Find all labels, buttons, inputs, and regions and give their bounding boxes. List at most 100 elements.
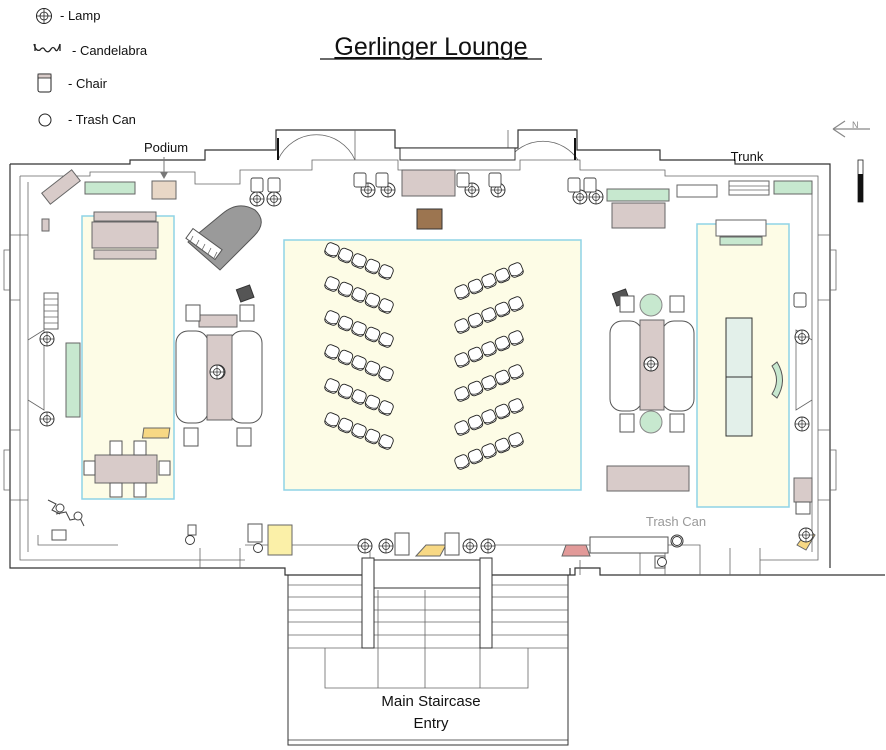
legend-label-trash-can: - Trash Can bbox=[68, 112, 136, 127]
candelabra-icon bbox=[47, 499, 85, 527]
audience-chair bbox=[454, 284, 470, 300]
audience-chair bbox=[454, 420, 470, 436]
audience-chair bbox=[337, 281, 354, 298]
chair-icon bbox=[375, 172, 389, 188]
audience-chair bbox=[481, 409, 497, 425]
lamp-icon bbox=[39, 331, 55, 347]
lamp-icon bbox=[794, 329, 810, 345]
chair-icon bbox=[267, 177, 281, 193]
audience-chair bbox=[454, 352, 470, 368]
svg-text:N: N bbox=[852, 120, 859, 130]
left-sofa-group bbox=[141, 304, 263, 447]
trash-can-markers bbox=[185, 535, 682, 567]
audience-chair bbox=[378, 434, 394, 450]
main-staircase bbox=[287, 557, 569, 746]
lamp-icon bbox=[794, 416, 810, 432]
trash-can-icon bbox=[185, 535, 195, 545]
lamp-icon bbox=[36, 8, 52, 24]
legend-label-lamp: - Lamp bbox=[60, 8, 100, 23]
audience-chair bbox=[337, 349, 354, 366]
podium bbox=[151, 180, 177, 200]
left-dining-table bbox=[83, 440, 171, 498]
audience-chair bbox=[508, 398, 524, 414]
lamp-icon bbox=[378, 538, 394, 554]
chair-icon bbox=[250, 177, 264, 193]
audience-chair bbox=[494, 335, 511, 352]
audience-chair bbox=[508, 364, 524, 380]
audience-chair bbox=[467, 414, 484, 431]
audience-chair bbox=[508, 330, 524, 346]
audience-chair bbox=[378, 264, 394, 280]
lamp-icon bbox=[249, 191, 265, 207]
staircase-label-line1: Main Staircase bbox=[381, 693, 480, 710]
trash-can-icon bbox=[672, 536, 682, 546]
legend: - Lamp - Candelabra - Chair - Trash Can bbox=[33, 8, 148, 127]
chair-icon bbox=[488, 172, 502, 188]
chair-icon bbox=[567, 177, 581, 193]
audience-chair bbox=[454, 386, 470, 402]
audience-chair bbox=[337, 417, 354, 434]
audience-chair bbox=[467, 278, 484, 295]
north-arrow-icon: N bbox=[832, 120, 870, 138]
chair-icon bbox=[456, 172, 470, 188]
audience-chair bbox=[364, 326, 381, 343]
chair-icon bbox=[353, 172, 367, 188]
audience-chair bbox=[494, 403, 511, 420]
audience-chair bbox=[337, 247, 354, 264]
audience-chair bbox=[351, 355, 367, 371]
top-wall-furniture bbox=[41, 169, 813, 260]
audience-chair bbox=[324, 412, 340, 428]
audience-chair bbox=[324, 242, 340, 258]
audience-chair bbox=[508, 432, 524, 448]
audience-chair bbox=[494, 369, 511, 386]
wall-chairs bbox=[250, 172, 807, 308]
audience-chair bbox=[494, 301, 511, 318]
audience-chair bbox=[324, 378, 340, 394]
audience-chair bbox=[494, 267, 511, 284]
left-area-rug bbox=[81, 215, 175, 500]
audience-chair bbox=[467, 448, 484, 465]
audience-chair bbox=[454, 454, 470, 470]
audience-chair bbox=[378, 366, 394, 382]
audience-chair bbox=[351, 321, 367, 337]
lamp-icon bbox=[462, 538, 478, 554]
audience-chair bbox=[378, 332, 394, 348]
trunk bbox=[728, 180, 770, 196]
audience-chair bbox=[454, 318, 470, 334]
audience-chair bbox=[481, 307, 497, 323]
chair-icon bbox=[793, 292, 807, 308]
audience-chair bbox=[324, 344, 340, 360]
lamp-icon bbox=[266, 191, 282, 207]
audience-chair bbox=[494, 437, 511, 454]
trash-can-label: Trash Can bbox=[646, 514, 706, 529]
trunk-box bbox=[416, 208, 443, 230]
candelabra-icon bbox=[33, 43, 61, 53]
audience-chair bbox=[351, 287, 367, 303]
chair-icon bbox=[37, 73, 52, 93]
audience-chair bbox=[337, 315, 354, 332]
scale-bar bbox=[857, 159, 864, 203]
lamp-icon bbox=[643, 356, 659, 372]
lamp-icon bbox=[572, 189, 588, 205]
audience-chair bbox=[351, 423, 367, 439]
audience-chair bbox=[481, 375, 497, 391]
audience-chair bbox=[508, 262, 524, 278]
lamp-icon bbox=[480, 538, 496, 554]
lamp-icon bbox=[209, 364, 225, 380]
legend-label-chair: - Chair bbox=[68, 76, 108, 91]
audience-seating-right bbox=[454, 262, 524, 470]
audience-chair bbox=[364, 292, 381, 309]
audience-chair bbox=[481, 273, 497, 289]
trunk-label: Trunk bbox=[731, 149, 764, 164]
chair-icon bbox=[583, 177, 597, 193]
audience-chair bbox=[467, 346, 484, 363]
lamp-icon bbox=[39, 411, 55, 427]
trash-can-icon bbox=[38, 113, 52, 127]
staircase-label-line2: Entry bbox=[413, 715, 449, 732]
audience-chair bbox=[364, 394, 381, 411]
audience-chair bbox=[364, 258, 381, 275]
audience-chair bbox=[364, 360, 381, 377]
audience-chair bbox=[351, 389, 367, 405]
audience-seating-left bbox=[324, 242, 394, 450]
audience-chair bbox=[364, 428, 381, 445]
